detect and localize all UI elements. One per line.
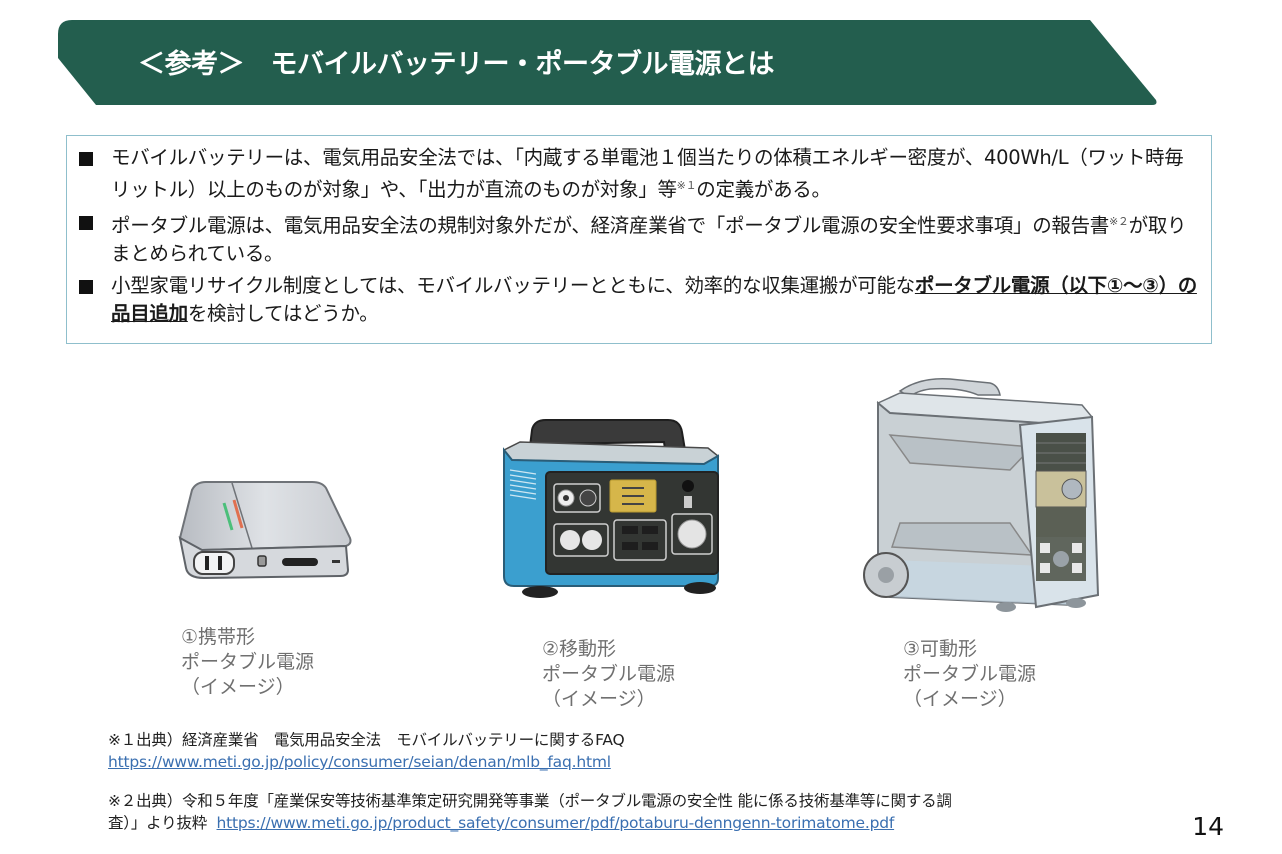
caption-line: ①携帯形	[181, 626, 256, 648]
caption-line: ③可動形	[903, 638, 978, 660]
caption-line: （イメージ）	[542, 688, 656, 710]
footnote-1: ※１出典）経済産業省 電気用品安全法 モバイルバッテリーに関するFAQ http…	[108, 729, 625, 773]
bullet-square-icon	[79, 216, 93, 230]
footnote-source: ※２出典）令和５年度「産業保安等技術基準策定研究開発等事業（ポータブル電源の安全…	[108, 792, 952, 810]
bullet-text: 小型家電リサイクル制度としては、モバイルバッテリーとともに、効率的な収集運搬が可…	[111, 274, 915, 297]
caption-line: ポータブル電源	[903, 663, 1037, 685]
footnote-source-cont: 査）」より抜粋	[108, 814, 208, 832]
bullet-item: 小型家電リサイクル制度としては、モバイルバッテリーとともに、効率的な収集運搬が可…	[79, 272, 1201, 328]
footnote-ref: ※２	[1109, 215, 1129, 228]
emphasis-text: ポータブル電源（以下①～③）の品目追加	[111, 274, 1197, 325]
product-caption: ②移動形 ポータブル電源 （イメージ）	[542, 637, 675, 712]
footnote-ref: ※１	[676, 179, 697, 192]
power-bank-icon	[172, 478, 354, 587]
footnote-2: ※２出典）令和５年度「産業保安等技術基準策定研究開発等事業（ポータブル電源の安全…	[108, 790, 952, 834]
product-caption: ③可動形 ポータブル電源 （イメージ）	[903, 637, 1036, 712]
bullet-square-icon	[79, 152, 93, 166]
banner-shape	[58, 20, 1157, 105]
bullet-text: が取りまとめられている。	[111, 214, 1187, 265]
wheeled-power-station-icon	[860, 375, 1110, 624]
caption-line: ポータブル電源	[542, 663, 676, 685]
caption-line: （イメージ）	[181, 676, 295, 698]
summary-box: モバイルバッテリーは、電気用品安全法では、「内蔵する単電池１個当たりの体積エネル…	[66, 135, 1212, 344]
bullet-text: の定義がある。	[696, 178, 831, 201]
bullet-text: を検討してはどうか。	[187, 302, 379, 325]
caption-line: （イメージ）	[903, 688, 1017, 710]
bullet-text: モバイルバッテリーは、電気用品安全法では、「内蔵する単電池１個当たりの体積エネル…	[111, 146, 1184, 201]
product-caption: ①携帯形 ポータブル電源 （イメージ）	[181, 625, 314, 700]
bullet-square-icon	[79, 280, 93, 294]
caption-line: ポータブル電源	[181, 651, 315, 673]
footnote-link[interactable]: https://www.meti.go.jp/policy/consumer/s…	[108, 753, 611, 771]
bullet-item: ポータブル電源は、電気用品安全法の規制対象外だが、経済産業省で「ポータブル電源の…	[79, 208, 1201, 268]
page-title: ＜参考＞ モバイルバッテリー・ポータブル電源とは	[138, 49, 775, 80]
bullet-text: ポータブル電源は、電気用品安全法の規制対象外だが、経済産業省で「ポータブル電源の…	[111, 214, 1110, 237]
portable-power-station-icon	[490, 408, 730, 612]
footnote-link[interactable]: https://www.meti.go.jp/product_safety/co…	[216, 814, 895, 832]
bullet-item: モバイルバッテリーは、電気用品安全法では、「内蔵する単電池１個当たりの体積エネル…	[79, 144, 1201, 204]
caption-line: ②移動形	[542, 638, 617, 660]
title-banner: ＜参考＞ モバイルバッテリー・ポータブル電源とは	[58, 20, 1158, 106]
footnote-source: ※１出典）経済産業省 電気用品安全法 モバイルバッテリーに関するFAQ	[108, 731, 625, 749]
page-number: 14	[1192, 812, 1224, 841]
